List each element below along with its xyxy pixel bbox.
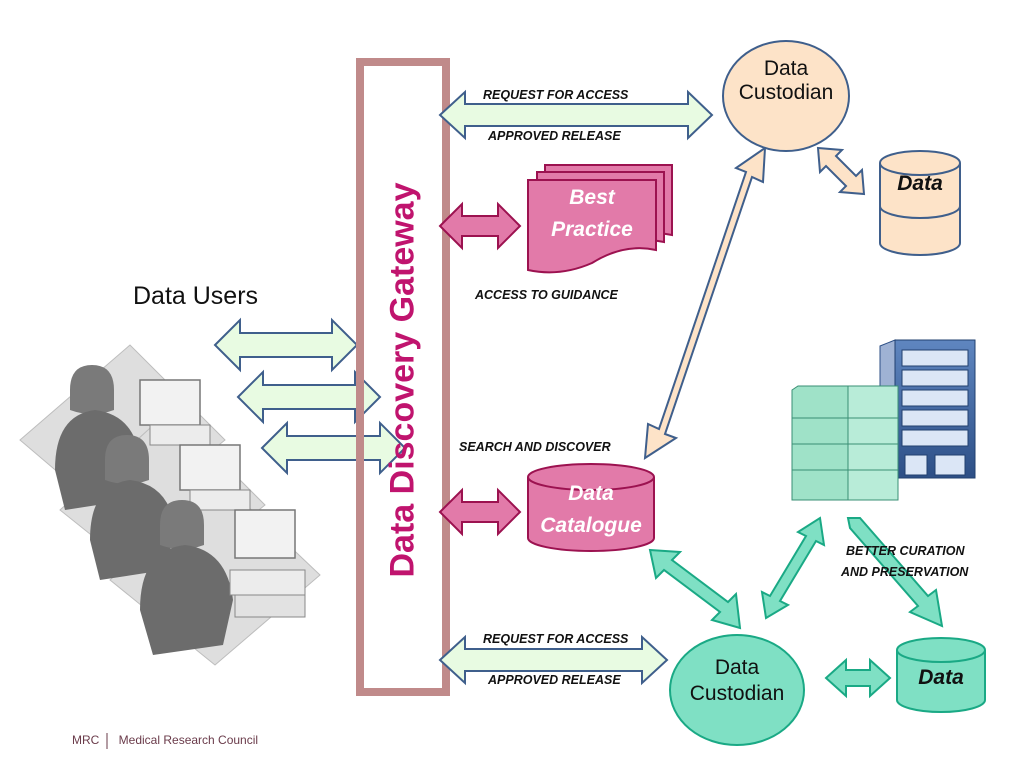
guidance-label: ACCESS TO GUIDANCE	[475, 288, 618, 302]
top-release-label: APPROVED RELEASE	[488, 129, 621, 143]
data-cylinder-top	[879, 150, 961, 256]
gateway-box	[356, 58, 450, 696]
data-top-label: Data	[897, 172, 943, 195]
custodian-bottom-line2: Custodian	[689, 682, 785, 705]
user-arrow-2	[236, 369, 382, 425]
curation-arrow-down	[846, 517, 944, 628]
catalogue-cylinder	[527, 463, 655, 552]
best-practice-line1: Best	[569, 186, 615, 209]
bottom-release-label: APPROVED RELEASE	[488, 673, 621, 687]
data-bottom-label: Data	[918, 666, 964, 689]
people-at-computers-icon	[19, 344, 321, 666]
gateway-title: Data Discovery Gateway	[383, 182, 422, 578]
footer: MRC Medical Research Council	[72, 733, 258, 747]
custodian-data-arrow-bottom	[824, 657, 892, 699]
bottom-access-arrow	[438, 634, 669, 686]
best-practice-shape	[527, 164, 673, 274]
footer-org-name: Medical Research Council	[118, 733, 259, 747]
custodian-catalogue-arrow	[643, 146, 767, 460]
catalogue-custodian-arrow	[648, 548, 742, 630]
custodian-top-line2: Custodian	[738, 81, 834, 104]
user-arrow-1	[213, 317, 359, 373]
user-arrow-3	[260, 420, 407, 476]
custodian-top-ellipse	[722, 40, 850, 152]
catalogue-line1: Data	[568, 482, 614, 505]
catalogue-line2: Catalogue	[540, 514, 642, 537]
bottom-request-label: REQUEST FOR ACCESS	[483, 632, 629, 646]
curation-label-line2: AND PRESERVATION	[841, 565, 969, 579]
top-access-arrow	[438, 89, 714, 141]
catalogue-arrow	[438, 487, 522, 537]
custodian-bottom-ellipse	[669, 634, 805, 746]
curation-label-line1: BETTER CURATION	[846, 544, 965, 558]
curation-arrow-up	[760, 516, 826, 620]
search-label: SEARCH AND DISCOVER	[459, 440, 611, 454]
top-request-label: REQUEST FOR ACCESS	[483, 88, 629, 102]
custodian-top-line1: Data	[763, 57, 809, 80]
best-practice-arrow	[438, 201, 522, 251]
best-practice-line2: Practice	[551, 218, 633, 241]
data-cylinder-bottom	[896, 637, 986, 713]
custodian-bottom-line1: Data	[714, 656, 760, 679]
filing-cabinet-icon	[791, 385, 899, 501]
data-users-title: Data Users	[133, 282, 259, 310]
footer-org: MRC	[72, 733, 100, 747]
custodian-data-arrow-top	[816, 146, 866, 196]
